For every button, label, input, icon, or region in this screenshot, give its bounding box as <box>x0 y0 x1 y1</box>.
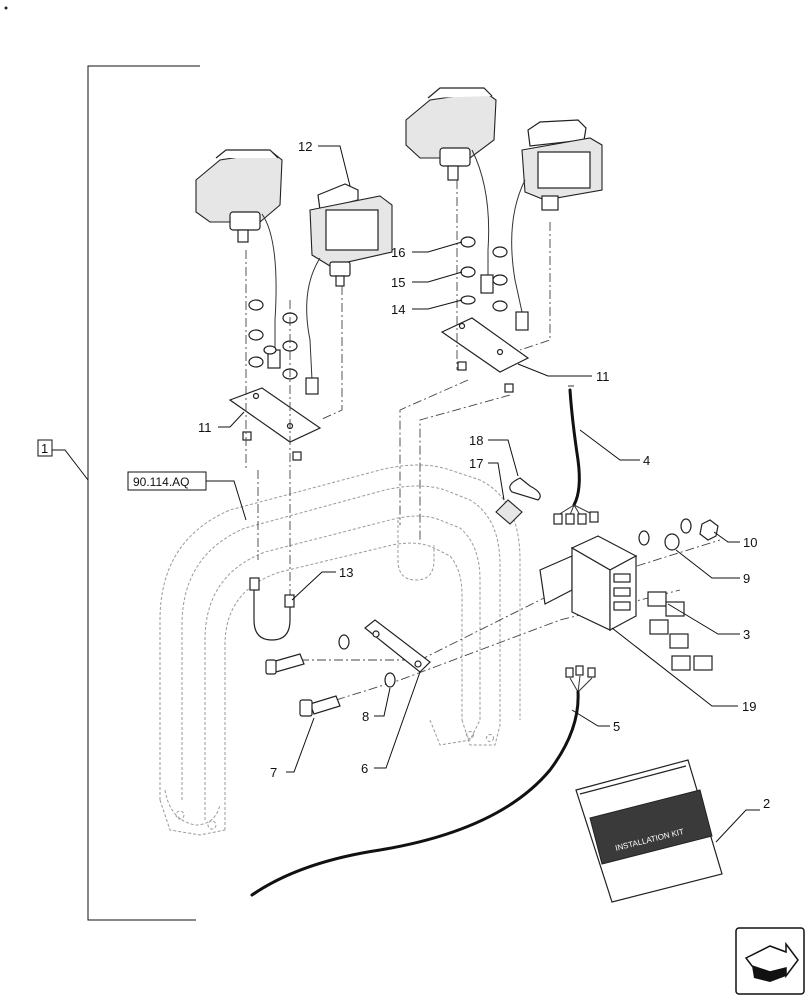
washer-stack <box>680 518 692 534</box>
callout-10: 10 <box>743 535 757 550</box>
washer-flat <box>638 530 650 546</box>
mounting-plate-right <box>440 317 530 373</box>
callout-14: 14 <box>391 302 405 317</box>
u-bolt-ghost <box>397 520 435 581</box>
leader-10 <box>713 531 740 543</box>
leader-19 <box>611 627 738 707</box>
work-lamp-center <box>405 87 497 294</box>
callout-12: 12 <box>298 139 312 154</box>
mounting-plate-left <box>228 387 322 443</box>
leader-1 <box>52 449 89 481</box>
callout-1-box <box>37 439 53 457</box>
u-bolt-13 <box>253 585 291 641</box>
installation-kit-booklet: INSTALLATION KIT <box>575 759 723 903</box>
leader-2 <box>715 809 760 843</box>
leader-15 <box>412 271 463 283</box>
leader-11b <box>517 363 592 377</box>
callout-18: 18 <box>469 433 483 448</box>
callout-13: 13 <box>339 565 353 580</box>
callout-4: 4 <box>643 453 650 468</box>
leader-3 <box>667 603 740 635</box>
callout-19: 19 <box>742 699 756 714</box>
leader-8 <box>374 687 391 717</box>
callout-8: 8 <box>362 709 369 724</box>
clip-18 <box>509 477 541 501</box>
callout-1: 1 <box>41 441 48 456</box>
leader-11a <box>218 411 245 428</box>
strap-plate-6 <box>364 619 431 673</box>
callout-15: 15 <box>391 275 405 290</box>
roll-bar-frame <box>159 464 521 836</box>
leader-16 <box>412 241 463 253</box>
leader-17 <box>488 462 505 501</box>
work-lamp-left <box>195 149 283 369</box>
next-page-arrow-icon[interactable] <box>735 927 805 995</box>
callout-5: 5 <box>613 719 620 734</box>
grommet-17 <box>495 499 523 525</box>
leader-4 <box>579 429 640 461</box>
work-lamp-12 <box>305 183 393 395</box>
leader-7 <box>286 717 315 773</box>
leader-5 <box>571 709 610 727</box>
reference-label: 90.114.AQ <box>133 475 189 489</box>
assembly-centerlines <box>245 180 721 706</box>
callout-6: 6 <box>361 761 368 776</box>
leader-12 <box>318 145 351 187</box>
washer-8 <box>384 672 396 688</box>
callout-7: 7 <box>270 765 277 780</box>
callout-11-right: 11 <box>596 369 610 384</box>
callout-17: 17 <box>469 456 483 471</box>
hardware-stack-center <box>460 236 508 312</box>
relay-set-3 <box>647 591 713 671</box>
bolt-7 <box>309 695 341 715</box>
corner-mark <box>4 6 8 10</box>
washer-left <box>338 634 350 650</box>
callout-16: 16 <box>391 245 405 260</box>
leader-18 <box>488 439 519 477</box>
leader-14 <box>412 299 463 310</box>
bolt-upper <box>271 653 305 673</box>
lock-washer-9 <box>664 533 680 551</box>
harness-5 <box>250 665 596 897</box>
kit-bracket <box>87 65 200 921</box>
harness-4 <box>568 388 581 507</box>
nut-10 <box>699 519 719 541</box>
callout-9: 9 <box>743 571 750 586</box>
work-lamp-right <box>511 119 603 331</box>
callout-2: 2 <box>763 796 770 811</box>
callout-11-left: 11 <box>198 420 212 435</box>
leader-13 <box>291 571 336 601</box>
leader-9 <box>675 549 740 579</box>
leader-6 <box>374 671 421 769</box>
leader-ref <box>206 480 247 521</box>
junction-box-19 <box>539 535 638 632</box>
callout-3: 3 <box>743 627 750 642</box>
